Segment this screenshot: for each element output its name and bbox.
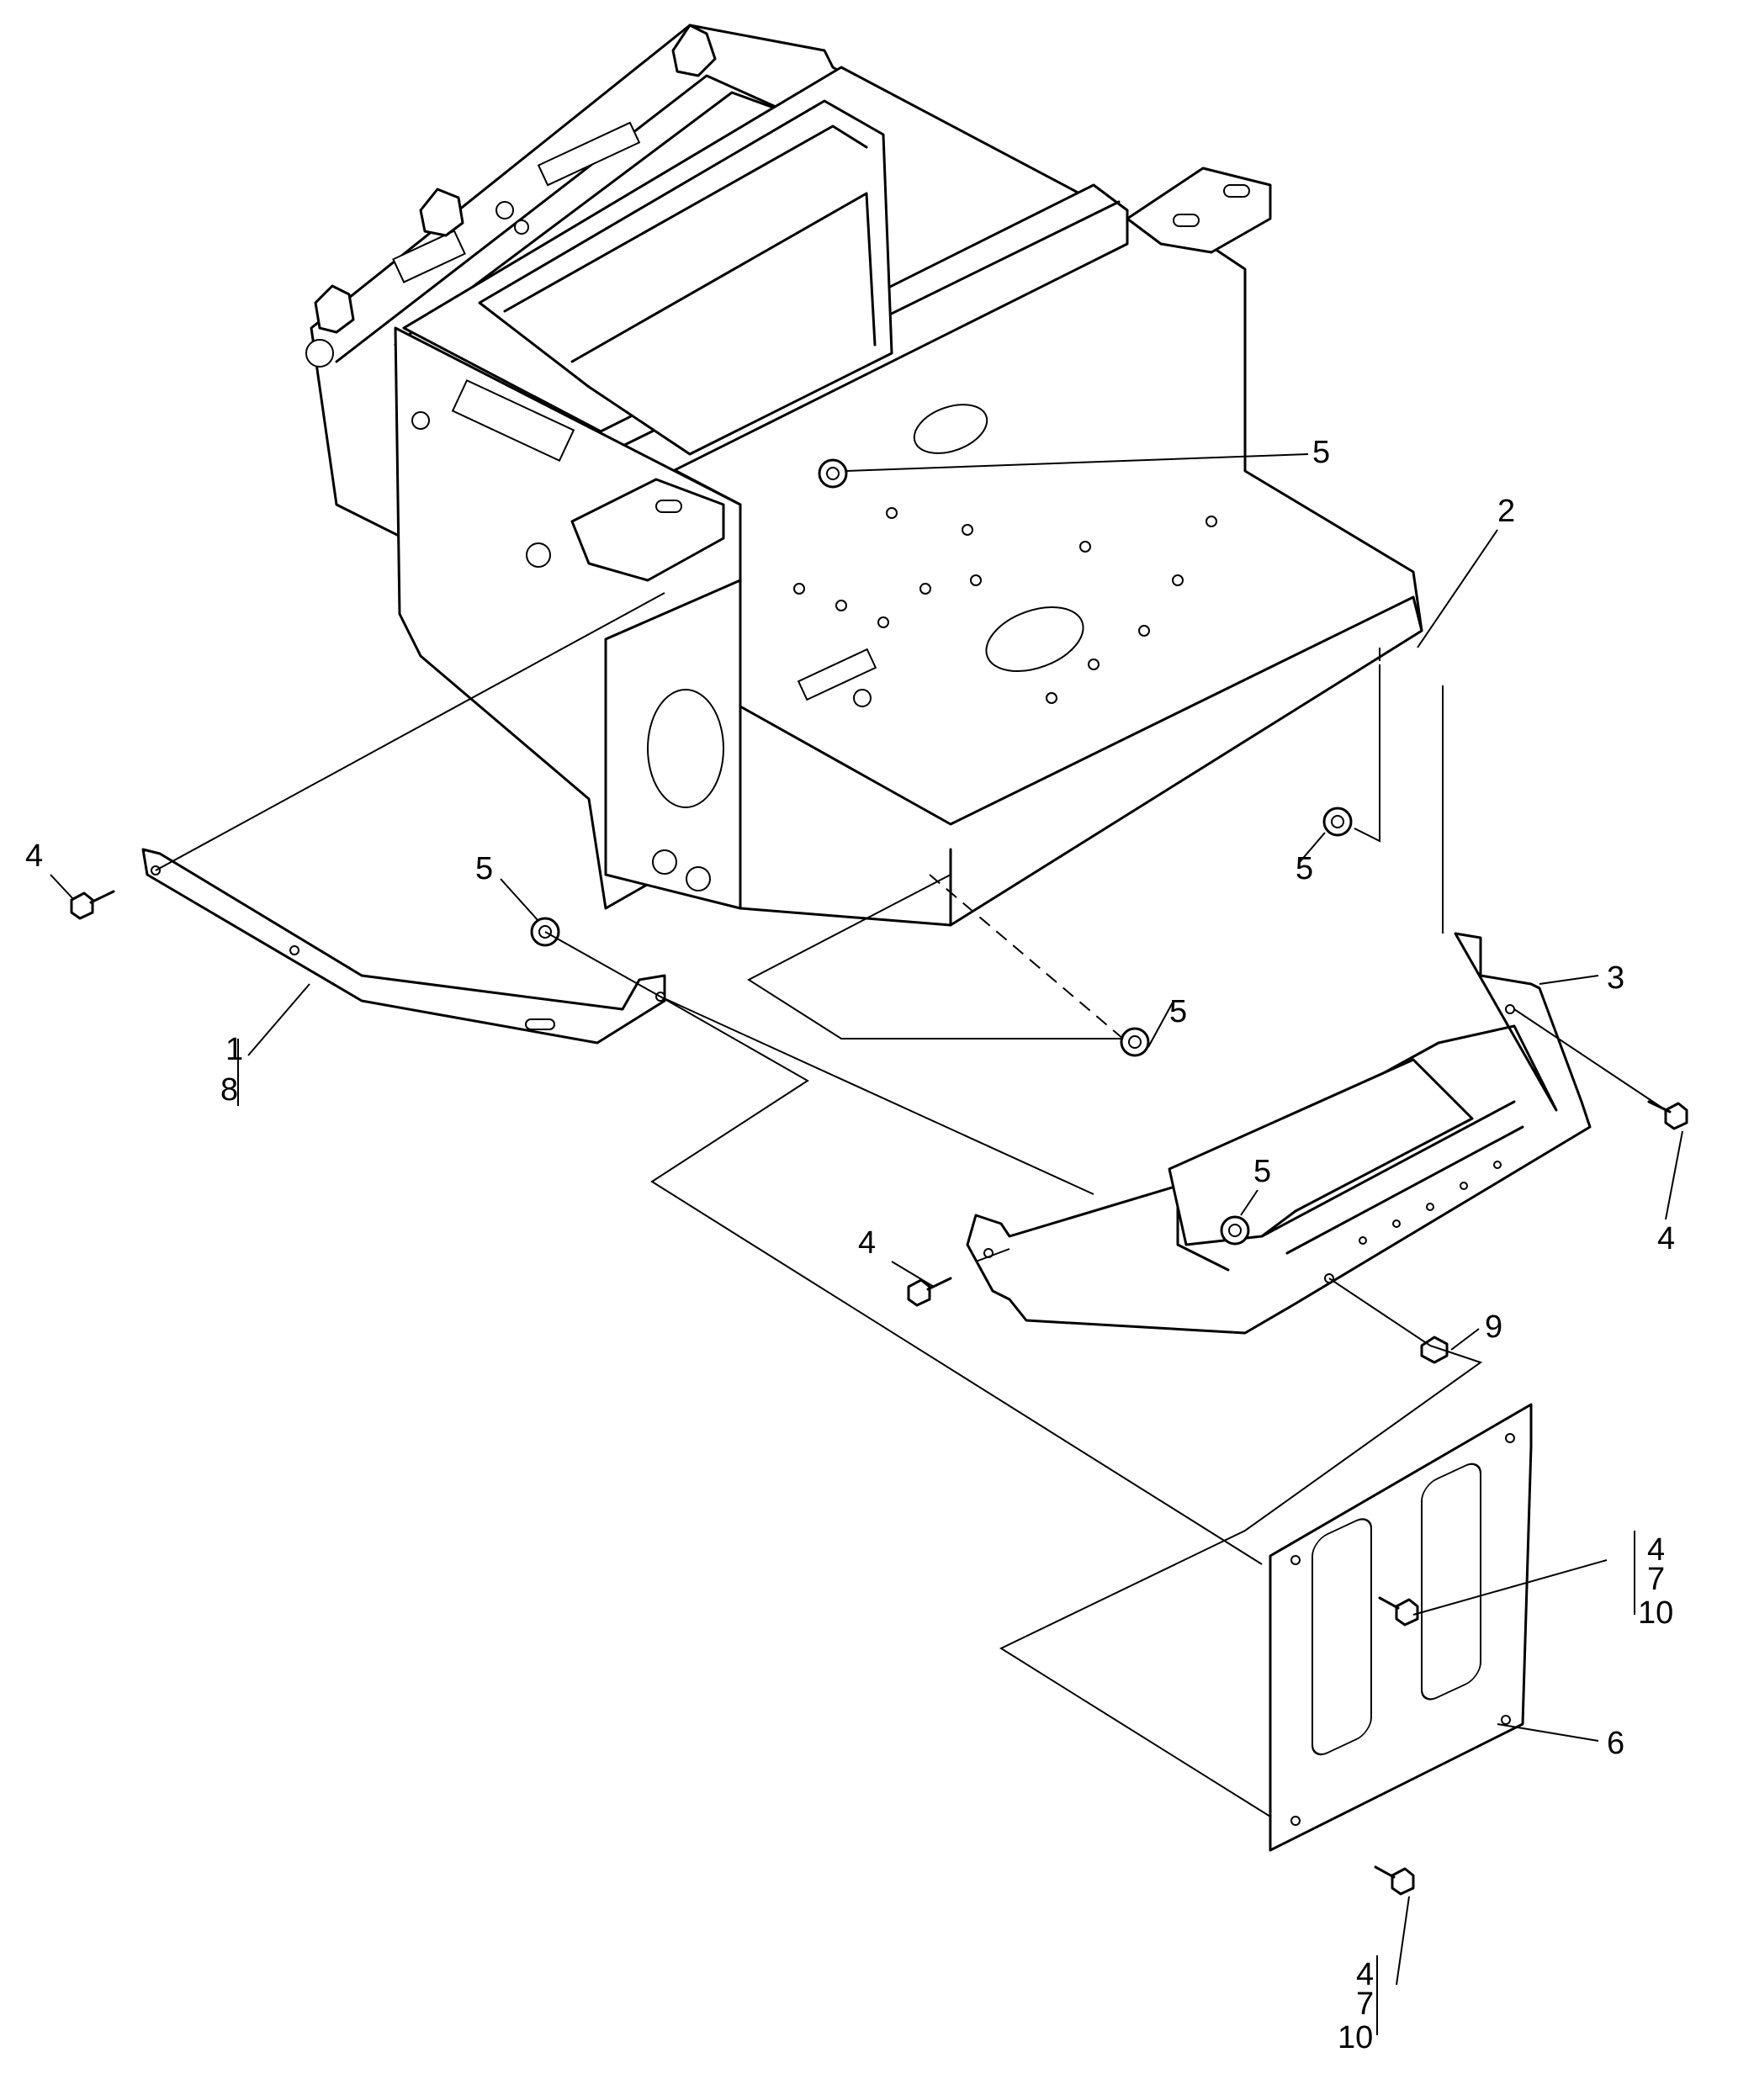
callout-stack-right-4: 4 <box>1647 1532 1665 1568</box>
callout-5-top: 5 <box>1312 435 1330 470</box>
nut-5 <box>818 458 848 489</box>
frame-hole <box>514 220 529 235</box>
frame-slot <box>392 230 466 283</box>
plate-window <box>1312 1518 1372 1756</box>
nut-5 <box>1322 807 1353 837</box>
side-wall-hole <box>411 411 430 430</box>
mount-tab-slot <box>655 500 682 513</box>
plate-window <box>1421 1463 1481 1701</box>
bolt-4-middle <box>907 1277 952 1307</box>
hinge-bracket <box>419 188 464 237</box>
top-plate-holes <box>793 507 1217 704</box>
inner-opening <box>478 99 893 456</box>
bolt-4-left <box>70 890 115 920</box>
front-lower-hole <box>686 866 711 891</box>
callout-5-right: 5 <box>1296 851 1313 886</box>
callout-5-center: 5 <box>1169 994 1187 1029</box>
callout-2: 2 <box>1497 494 1515 529</box>
inner-wall <box>570 192 877 363</box>
frame-hole <box>305 339 334 368</box>
bracket-hole-row <box>1359 1161 1502 1245</box>
callout-4-right: 4 <box>1657 1221 1675 1256</box>
inner-opening-edge <box>503 124 868 313</box>
side-wall-hole <box>526 542 551 568</box>
callout-9: 9 <box>1485 1309 1502 1345</box>
callout-4-left: 4 <box>25 838 43 874</box>
part-1-left-bracket <box>141 848 666 1045</box>
top-plate-oval-hole <box>985 606 1084 672</box>
main-frame <box>305 24 1423 927</box>
callout-1: 1 <box>225 1032 243 1067</box>
frame-slot <box>537 121 641 187</box>
callout-stack-bottom-7: 7 <box>1356 1986 1374 2022</box>
callout-5-bracket: 5 <box>1253 1154 1271 1189</box>
frame-hole <box>495 201 514 220</box>
assembly-lines <box>155 592 1667 1817</box>
front-face <box>739 595 1423 927</box>
top-plate-round-hole <box>913 404 988 454</box>
hinge-bracket <box>671 24 717 77</box>
front-lower-hole <box>652 849 677 875</box>
bolt-4-plate-upper <box>1378 1596 1419 1627</box>
callout-stack-bottom-4: 4 <box>1356 1957 1374 1992</box>
callout-5-left: 5 <box>475 851 493 886</box>
mount-tab-slot <box>1173 214 1200 227</box>
hinge-bracket <box>314 284 355 334</box>
callout-stack-bottom-10: 10 <box>1338 2020 1373 2055</box>
front-lower-round-hole <box>647 689 724 808</box>
callout-3: 3 <box>1607 960 1624 996</box>
mount-tab-slot <box>1223 184 1250 198</box>
callout-6: 6 <box>1607 1726 1624 1761</box>
callouts: 1 8 2 3 4 4 4 5 5 5 5 5 6 9 4 7 10 4 7 1… <box>25 435 1675 2055</box>
nut-5 <box>1120 1027 1150 1057</box>
top-plate-hole <box>853 689 872 707</box>
bolt-4-plate-lower <box>1374 1865 1415 1896</box>
callout-4-middle: 4 <box>858 1225 876 1261</box>
part-3-right-bracket <box>966 932 1592 1335</box>
side-wall-slot <box>451 378 575 463</box>
callout-stack-right-10: 10 <box>1638 1595 1673 1631</box>
part-6-plate <box>1269 1403 1533 1852</box>
callout-stack-right-7: 7 <box>1647 1562 1665 1597</box>
top-plate-slot <box>797 648 877 701</box>
nut-5 <box>1220 1215 1250 1246</box>
callout-8: 8 <box>220 1072 238 1108</box>
mount-tab <box>570 478 725 582</box>
callout-leaders <box>50 453 1683 2035</box>
bolt-4-right <box>1647 1100 1688 1130</box>
